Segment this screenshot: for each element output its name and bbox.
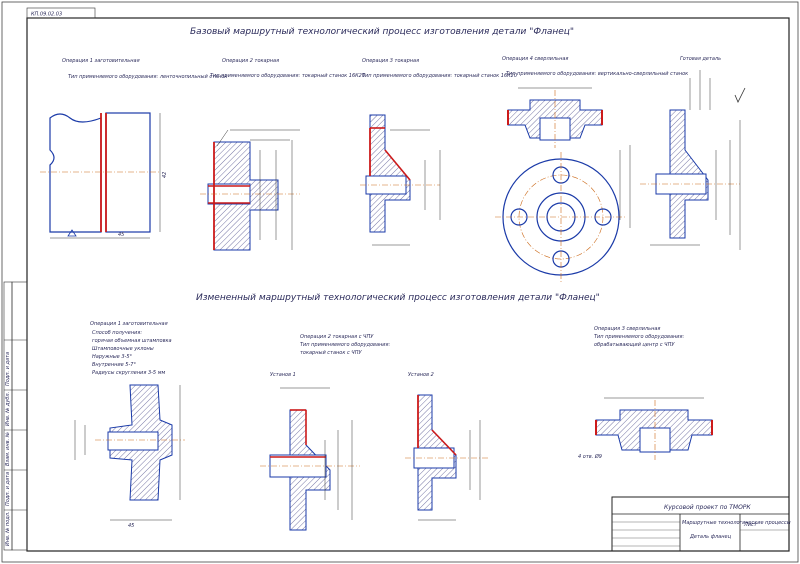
changed-op1-line4: Наружные 3-5° (92, 354, 133, 360)
base-final-part (619, 70, 746, 250)
base-op1-billet: 42 45 (40, 112, 168, 239)
base-op2-name: Операция 2 токарная (222, 58, 279, 64)
base-op4-plan-view (495, 152, 627, 282)
stamp-code: КП.09.02.03 (31, 12, 62, 18)
changed-op2-line1: Тип применяемого оборудования: (300, 342, 391, 348)
side-stamp-1: Инв. № подл. (5, 512, 11, 547)
title-block-subtitle: Маршрутные технологические процессы (682, 520, 791, 526)
base-op1-equip: Тип применяемого оборудования: ленточноп… (68, 74, 227, 80)
changed-op1-line6: Радиусы скругления 3-5 мм (92, 370, 165, 376)
base-op1-name: Операция 1 заготовительная (62, 58, 140, 64)
setup2-label: Установ 2 (408, 372, 434, 378)
base-op3-part (360, 114, 441, 246)
changed-op1-line3: Штамповочные уклоны (92, 346, 154, 352)
base-op2-equip: Тип применяемого оборудования: токарный … (210, 73, 365, 79)
dim-op1-len: 45 (118, 232, 124, 238)
title-block-project: Курсовой проект по ТМОРК (664, 504, 751, 511)
base-op4-name: Операция 4 сверлильная (502, 56, 568, 62)
base-op3-equip: Тип применяемого оборудования: токарный … (362, 73, 517, 79)
title-block-part: Деталь фланец (689, 534, 732, 540)
changed-op2-setup2 (405, 394, 490, 521)
side-stamp-2: Подп. и дата (5, 472, 11, 506)
dim-changed-len: 45 (128, 523, 134, 529)
changed-op3-name: Операция 3 сверлильная (594, 326, 660, 332)
base-op4-equip: Тип применяемого оборудования: вертикаль… (506, 71, 688, 77)
changed-op1-line2: горячая объемная штамповка (92, 338, 172, 344)
side-stamp-4: Инв. № дубл. (5, 392, 11, 426)
side-stamp-3: Взам. инв. № (5, 432, 11, 466)
dim-holes: 4 отв. Ø9 (578, 453, 602, 460)
setup1-label: Установ 1 (270, 372, 296, 378)
changed-op2-text: Операция 2 токарная с ЧПУ Тип применяемо… (270, 334, 434, 378)
changed-op1-forging: 45 (74, 384, 185, 529)
changed-op3-text: Операция 3 сверлильная Тип применяемого … (594, 326, 685, 348)
changed-op1-name: Операция 1 заготовительная (90, 321, 168, 327)
side-stamp-5: Подп. и дата (5, 352, 11, 386)
changed-op1-line5: Внутренние 5-7° (92, 362, 136, 368)
base-op3-name: Операция 3 токарная (362, 58, 419, 64)
changed-op3-line2: обрабатывающий центр с ЧПУ (594, 342, 675, 348)
changed-op1-line1: Способ получения: (92, 330, 142, 336)
base-op4-section (507, 87, 603, 148)
base-final-name: Готовая деталь (680, 56, 721, 62)
changed-op1-text: Операция 1 заготовительная Способ получе… (90, 321, 172, 376)
changed-op2-name: Операция 2 токарная с ЧПУ (300, 334, 374, 340)
changed-op3-part: 4 отв. Ø9 (578, 397, 713, 460)
dim-op1-d: 42 (162, 172, 168, 178)
base-op2-part (200, 129, 300, 251)
title-base: Базовый маршрутный технологический проце… (190, 27, 574, 37)
changed-op3-line1: Тип применяемого оборудования: (594, 334, 685, 340)
changed-op2-line2: токарный станок с ЧПУ (300, 350, 362, 356)
title-block: Курсовой проект по ТМОРК Маршрутные техн… (611, 496, 791, 552)
changed-op2-setup1 (260, 387, 360, 531)
title-block-sheet: Лист (743, 522, 758, 528)
title-changed: Измененный маршрутный технологический пр… (196, 293, 600, 303)
side-stamp-column: Инв. № подл. Подп. и дата Взам. инв. № И… (3, 281, 28, 551)
top-left-stamp: КП.09.02.03 (26, 7, 96, 19)
